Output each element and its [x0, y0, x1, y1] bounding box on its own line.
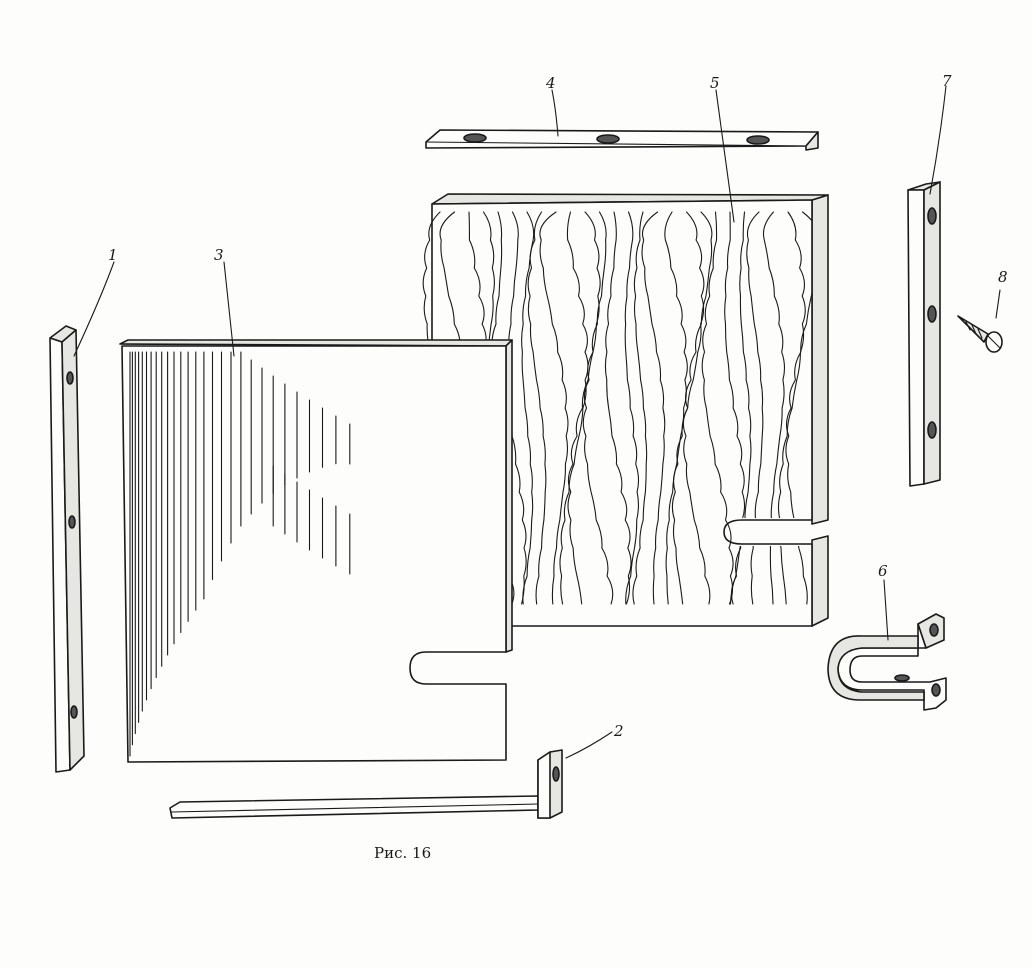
- part-label-1: 1: [108, 246, 118, 264]
- part-6-u-bracket: [827, 613, 947, 711]
- part-4-top-strip: [425, 129, 819, 151]
- part-labels: 1 2 3 4 5 6 7 8: [108, 72, 1008, 740]
- part-label-8: 8: [998, 268, 1008, 286]
- part-label-3: 3: [214, 246, 224, 264]
- part-3-front-board: [119, 339, 513, 763]
- part-7-right-strip: [907, 181, 941, 487]
- part-label-6: 6: [878, 562, 888, 580]
- part-label-7: 7: [942, 72, 952, 90]
- figure-caption: Рис. 16: [374, 844, 431, 862]
- part-label-4: 4: [545, 74, 556, 92]
- leader-lines: [73, 85, 1001, 759]
- part-label-5: 5: [710, 74, 720, 92]
- part-8-screw: [957, 315, 1003, 353]
- part-label-2: 2: [613, 722, 624, 740]
- part-2-l-bar: [169, 749, 563, 819]
- part-1-left-strip: [49, 325, 85, 773]
